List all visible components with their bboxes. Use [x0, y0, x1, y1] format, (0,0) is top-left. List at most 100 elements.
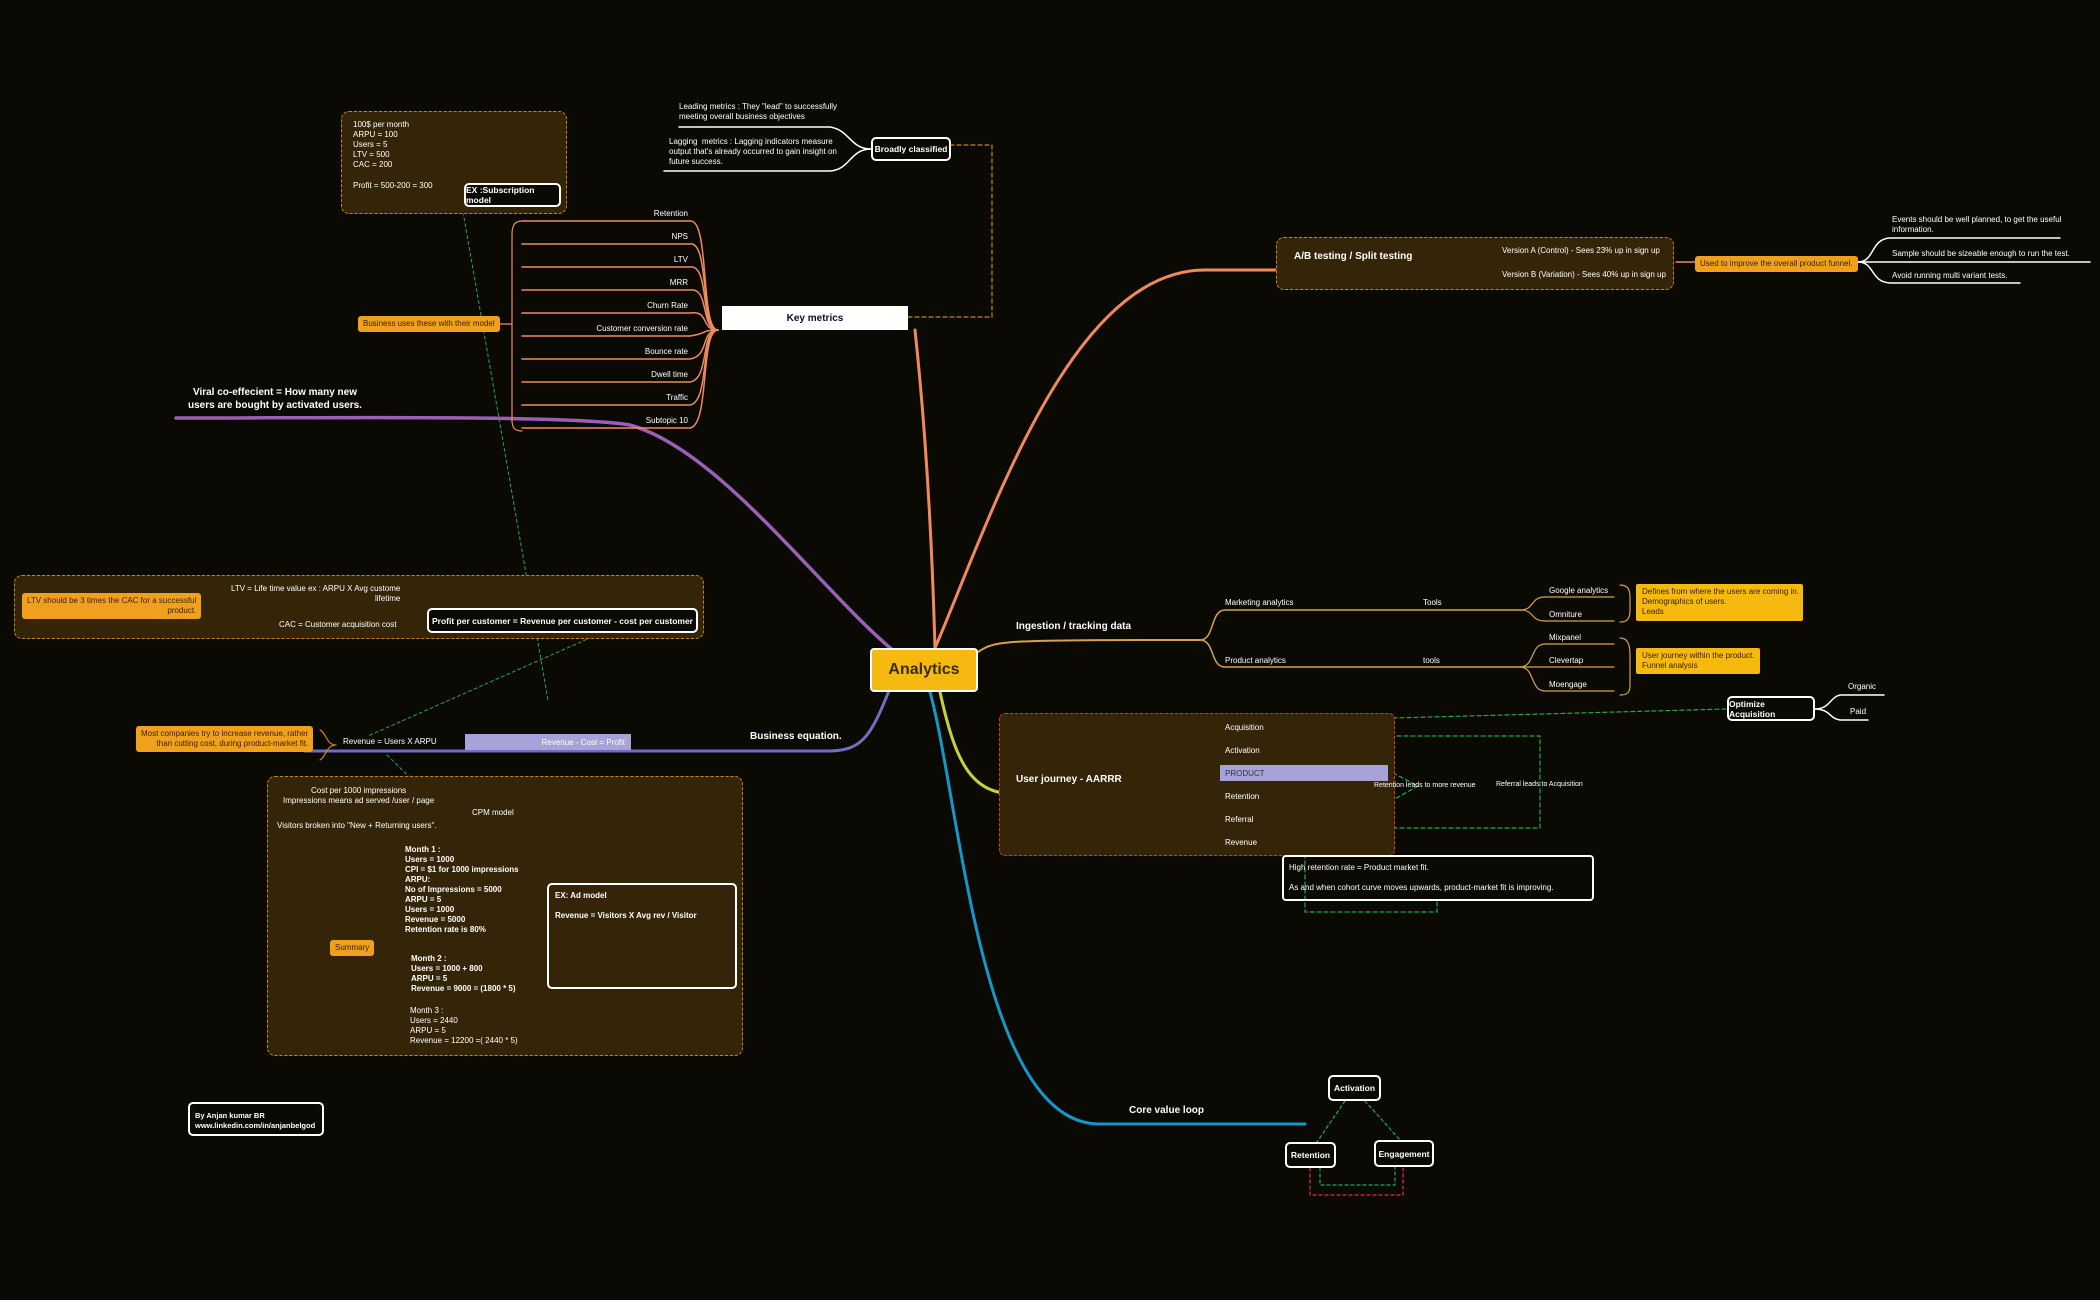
marketing-connector — [1199, 609, 1521, 641]
subscription-model-node[interactable]: EX :Subscription model — [464, 183, 561, 207]
version-b-text: Version B (Variation) - Sees 40% up in s… — [1502, 270, 1666, 279]
key-metric-item[interactable]: Bounce rate — [644, 347, 688, 356]
loop-engagement-node[interactable]: Engagement — [1374, 1140, 1434, 1167]
month-1-text: Month 1 : Users = 1000 CPI = $1 for 1000… — [405, 845, 519, 934]
cac-definition: CAC = Customer acquisition cost — [279, 620, 397, 629]
marketing-bracket — [1619, 584, 1631, 623]
central-topic[interactable]: Analytics — [870, 648, 978, 692]
key-metric-item[interactable]: Retention — [653, 209, 688, 218]
lagging-connector — [663, 148, 872, 172]
ab-testing-title: A/B testing / Split testing — [1294, 251, 1413, 262]
key-metric-item[interactable]: Dwell time — [651, 370, 688, 379]
broadly-classified-node[interactable]: Broadly classified — [871, 137, 951, 161]
product-note-tag: User journey within the product. Funnel … — [1636, 648, 1760, 674]
month-2-text: Month 2 : Users = 1000 + 800 ARPU = 5 Re… — [411, 954, 516, 993]
key-metric-connector — [521, 312, 719, 331]
retention-engagement-loop-outer — [1309, 1166, 1404, 1196]
loop-retention-node[interactable]: Retention — [1285, 1142, 1336, 1168]
subscription-values: 100$ per month ARPU = 100 Users = 5 LTV … — [353, 120, 410, 169]
acquisition-optimize-link — [1392, 708, 1728, 719]
key-metric-item[interactable]: Subtopic 10 — [645, 416, 688, 425]
key-metrics-label: Key metrics — [786, 312, 844, 324]
omniture-connector — [1519, 609, 1615, 622]
optimize-acquisition-node[interactable]: Optimize Acquisition — [1727, 696, 1815, 721]
ab-note-connector-1 — [1857, 237, 2061, 263]
lagging-metrics-text: Lagging metrics : Lagging indicators mea… — [669, 137, 837, 166]
key-metrics-topic[interactable]: Key metrics — [722, 306, 908, 330]
high-retention-link — [1304, 825, 1438, 913]
stage-acquisition: Acquisition — [1225, 723, 1264, 732]
stage-product[interactable]: PRODUCT — [1220, 765, 1388, 781]
tool-mixpanel: Mixpanel — [1549, 633, 1582, 642]
tool-omniture: Omniture — [1549, 610, 1582, 619]
key-metric-connector — [521, 243, 719, 331]
key-metric-item[interactable]: Churn Rate — [647, 301, 688, 310]
product-bracket — [1619, 637, 1631, 696]
high-retention-text: High retention rate = Product market fit… — [1289, 863, 1554, 892]
ga-connector — [1519, 596, 1615, 611]
key-metric-connector — [521, 289, 719, 331]
profit-formula-label: Revenue - Cost = Profit — [541, 737, 625, 747]
branch-ab-testing — [933, 268, 1277, 650]
author-card[interactable]: By Anjan kumar BR www.linkedin.com/in/an… — [188, 1102, 324, 1136]
activation-engagement-link — [1364, 1100, 1401, 1141]
optimize-acquisition-label: Optimize Acquisition — [1729, 698, 1776, 719]
subscription-model-label: EX :Subscription model — [466, 185, 535, 205]
version-a-text: Version A (Control) - Sees 23% up in sig… — [1502, 246, 1660, 255]
branch-ingestion — [977, 639, 1201, 653]
loop-activation-node[interactable]: Activation — [1328, 1075, 1381, 1101]
visitors-split-text: Visitors broken into "New + Returning us… — [277, 821, 437, 830]
business-uses-tag: Business uses these with their model — [358, 316, 500, 332]
ab-note-events: Events should be well planned, to get th… — [1892, 215, 2062, 234]
viral-coefficient-text: Viral co-effecient = How many new users … — [188, 387, 362, 411]
loop-retention-label: Retention — [1290, 1150, 1331, 1160]
ad-model-node[interactable]: EX: Ad model Revenue = Visitors X Avg re… — [547, 883, 737, 989]
high-retention-node[interactable]: High retention rate = Product market fit… — [1282, 855, 1594, 901]
tool-moengage: Moengage — [1549, 680, 1587, 689]
marketing-tools-label: Tools — [1423, 598, 1442, 607]
branch-business-equation — [303, 686, 892, 753]
channel-organic: Organic — [1848, 682, 1877, 691]
key-metric-connector — [521, 266, 719, 331]
ab-note-connector-3 — [1857, 261, 2021, 284]
key-metric-connector — [521, 329, 719, 429]
key-metric-item[interactable]: Traffic — [666, 393, 688, 402]
profit-formula-node[interactable]: Revenue - Cost = Profit — [465, 734, 631, 750]
key-metric-item[interactable]: LTV — [673, 255, 688, 264]
revenue-focus-tag: Most companies try to increase revenue, … — [136, 726, 314, 752]
ab-testing-frame — [1276, 237, 1674, 290]
activation-retention-link — [1316, 1100, 1346, 1143]
key-metric-item[interactable]: NPS — [671, 232, 688, 241]
key-metric-item[interactable]: Customer conversion rate — [596, 324, 688, 333]
author-text: By Anjan kumar BR www.linkedin.com/in/an… — [195, 1111, 316, 1130]
ab-note-sample: Sample should be sizeable enough to run … — [1892, 249, 2070, 258]
product-connector — [1199, 639, 1521, 668]
profit-per-customer-node[interactable]: Profit per customer = Revenue per custom… — [427, 608, 698, 633]
month-3-text: Month 3 : Users = 2440 ARPU = 5 Revenue … — [410, 1006, 518, 1045]
stage-activation: Activation — [1225, 746, 1260, 755]
user-journey-title: User journey - AARRR — [1016, 774, 1122, 785]
business-uses-bracket — [511, 220, 523, 432]
ingestion-title: Ingestion / tracking data — [1016, 621, 1132, 632]
revenue-note-bracket — [319, 729, 337, 761]
ad-model-frame — [267, 776, 743, 1056]
paid-connector — [1814, 708, 1869, 721]
retention-revenue-loop — [1392, 772, 1420, 801]
branch-core-loop — [928, 690, 1307, 1126]
profit-revenue-link — [367, 636, 593, 737]
marketing-note-tag: Defines from where the users are coming … — [1636, 584, 1803, 621]
broadly-classified-connector — [907, 144, 993, 318]
mixpanel-connector — [1519, 643, 1615, 668]
central-topic-label: Analytics — [888, 661, 960, 678]
summary-tag: Summary — [330, 940, 375, 956]
loop-activation-label: Activation — [1333, 1083, 1376, 1093]
referral-acquisition-note: Referral leads to Acquisition — [1496, 781, 1583, 788]
ltv-rule-tag: LTV should be 3 times the CAC for a succ… — [22, 593, 202, 619]
cpm-model-label: CPM model — [472, 808, 514, 817]
key-metric-item[interactable]: MRR — [669, 278, 688, 287]
business-equation-title: Business equation. — [750, 731, 842, 742]
retention-revenue-note: Retention leads to more revenue — [1374, 782, 1476, 789]
user-journey-frame — [999, 713, 1395, 856]
funnel-improvement-tag: Used to improve the overall product funn… — [1695, 256, 1858, 272]
broadly-classified-label: Broadly classified — [874, 144, 948, 154]
